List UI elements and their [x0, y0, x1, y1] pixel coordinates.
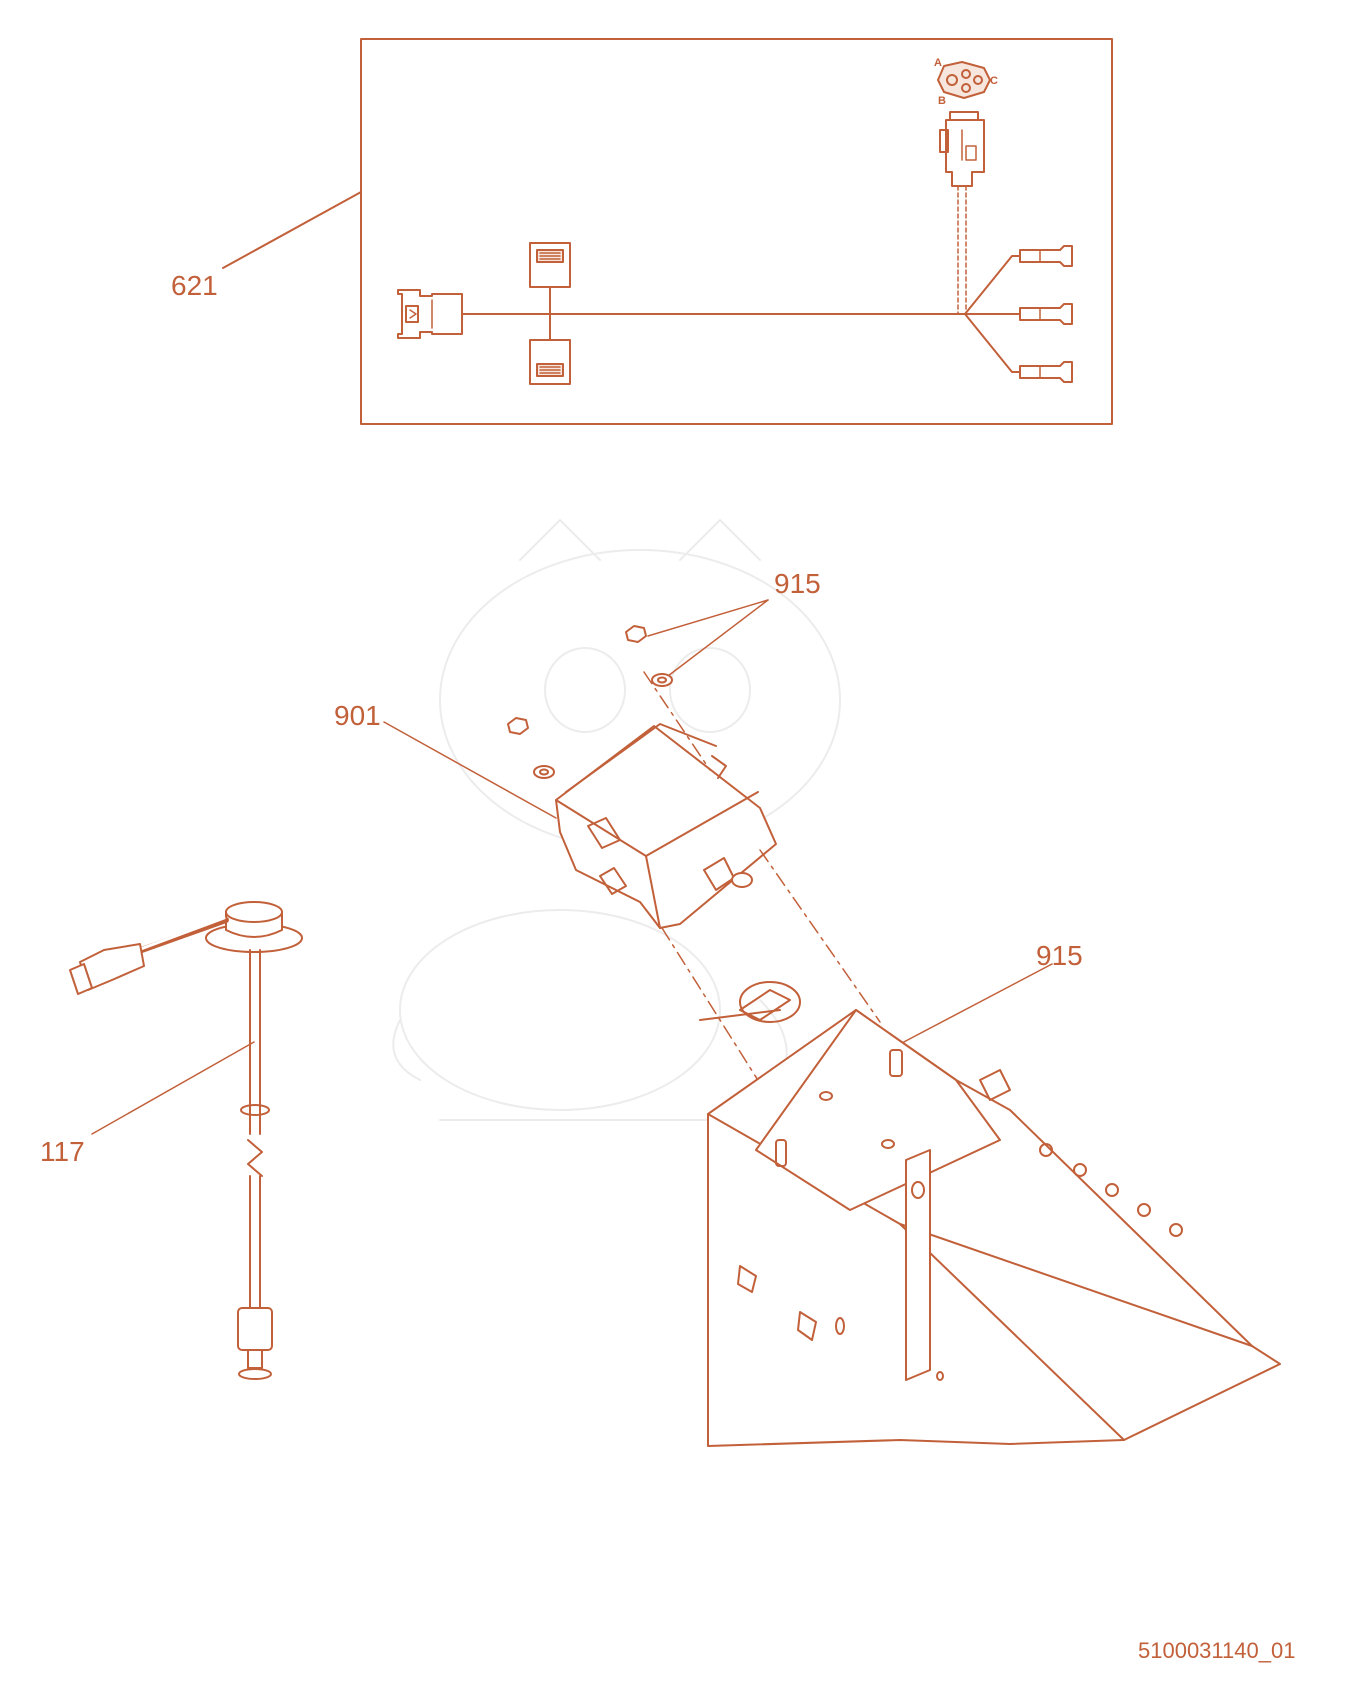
terminal-icon: [1019, 361, 1073, 383]
harness-connector-icon: [939, 111, 985, 187]
nut-icon: [507, 717, 529, 735]
nut-icon: [625, 625, 647, 643]
pin-label-c: C: [990, 75, 998, 87]
relay-icon: [555, 723, 777, 929]
callout-label-901: 901: [334, 700, 381, 731]
harness-connector-icon: [397, 289, 463, 339]
leader-line-915-bracket: [899, 963, 1053, 1045]
leader-line-901: [383, 721, 557, 819]
callout-label-915-bracket: 915: [1036, 940, 1083, 971]
relay-socket-bottom: [529, 339, 571, 385]
leader-line-915-washer: [667, 599, 769, 677]
terminal-icon: [1019, 303, 1073, 325]
sensor-harness-branch: [937, 61, 991, 315]
callout-label-915-top: 915: [774, 568, 821, 599]
harness-inset-frame: [360, 38, 1113, 425]
pin-label-b: B: [938, 95, 946, 107]
washer-icon: [533, 765, 555, 779]
relay-socket-top: [529, 242, 571, 288]
connector-pin-face-icon: [937, 61, 991, 99]
terminal-fanout: [964, 245, 1073, 383]
bracket-icon: [699, 963, 1281, 1447]
leader-line-915-nut: [647, 599, 769, 637]
leader-line-621: [222, 191, 362, 269]
document-number: 5100031140_01: [1138, 1638, 1296, 1663]
leader-line-117: [91, 1041, 255, 1135]
washer-icon: [651, 673, 673, 687]
float-sensor-icon: [69, 901, 303, 1380]
callout-label-621: 621: [171, 270, 218, 301]
harness-621-group: [222, 38, 1113, 425]
terminal-icon: [1019, 245, 1073, 267]
callout-label-117: 117: [40, 1136, 85, 1167]
pin-label-a: A: [934, 57, 942, 69]
harness-connector-icon: [69, 943, 145, 995]
relay-901-group: [383, 599, 881, 1113]
